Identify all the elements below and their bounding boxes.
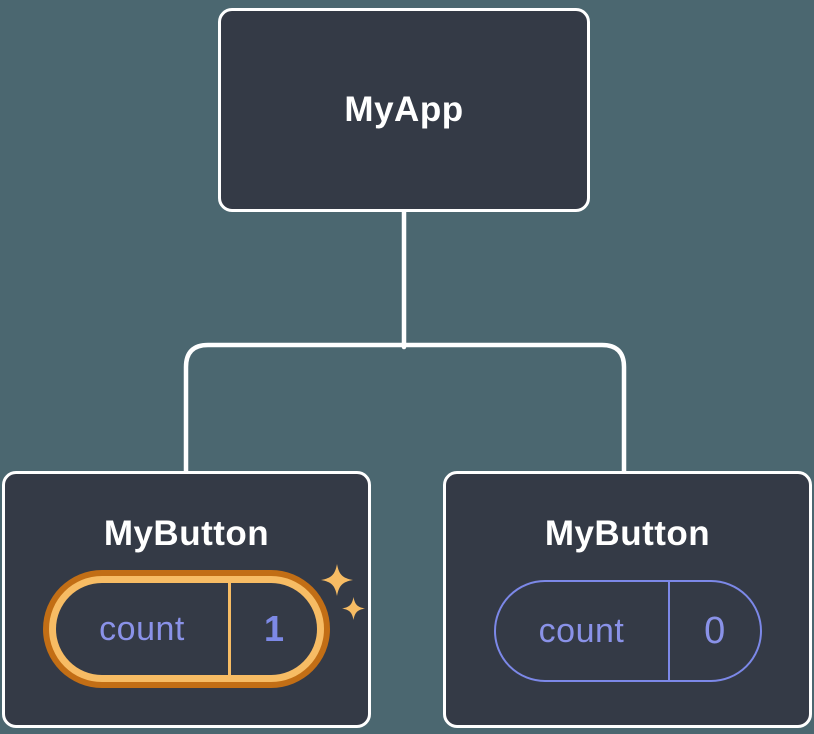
state-pill-divider <box>228 583 231 675</box>
root-node-myapp: MyApp <box>218 8 590 212</box>
state-value: 0 <box>704 609 726 652</box>
sparkle-large-icon <box>321 564 353 596</box>
state-key-label: count <box>99 609 185 648</box>
state-pill-highlighted: count 1 <box>43 570 330 688</box>
state-pill-plain: count 0 <box>493 580 762 682</box>
child-node-mybutton-left: MyButton count 1 <box>2 471 371 728</box>
state-key-segment: count <box>56 583 228 675</box>
state-key-label: count <box>538 611 625 650</box>
child-node-mybutton-right: MyButton count 0 <box>443 471 812 728</box>
child-node-label: MyButton <box>103 514 270 553</box>
state-pill-highlight-ring: count 1 <box>49 576 324 682</box>
state-key-segment: count <box>496 582 668 680</box>
state-pill-body: count 1 <box>56 583 317 675</box>
root-node-label: MyApp <box>344 90 464 129</box>
sparkle-small-icon <box>342 597 365 620</box>
state-value-segment: 1 <box>231 583 317 675</box>
state-pill-divider <box>667 582 670 680</box>
state-value-segment: 0 <box>670 582 760 680</box>
child-node-label: MyButton <box>544 514 711 553</box>
state-value: 1 <box>263 608 285 649</box>
